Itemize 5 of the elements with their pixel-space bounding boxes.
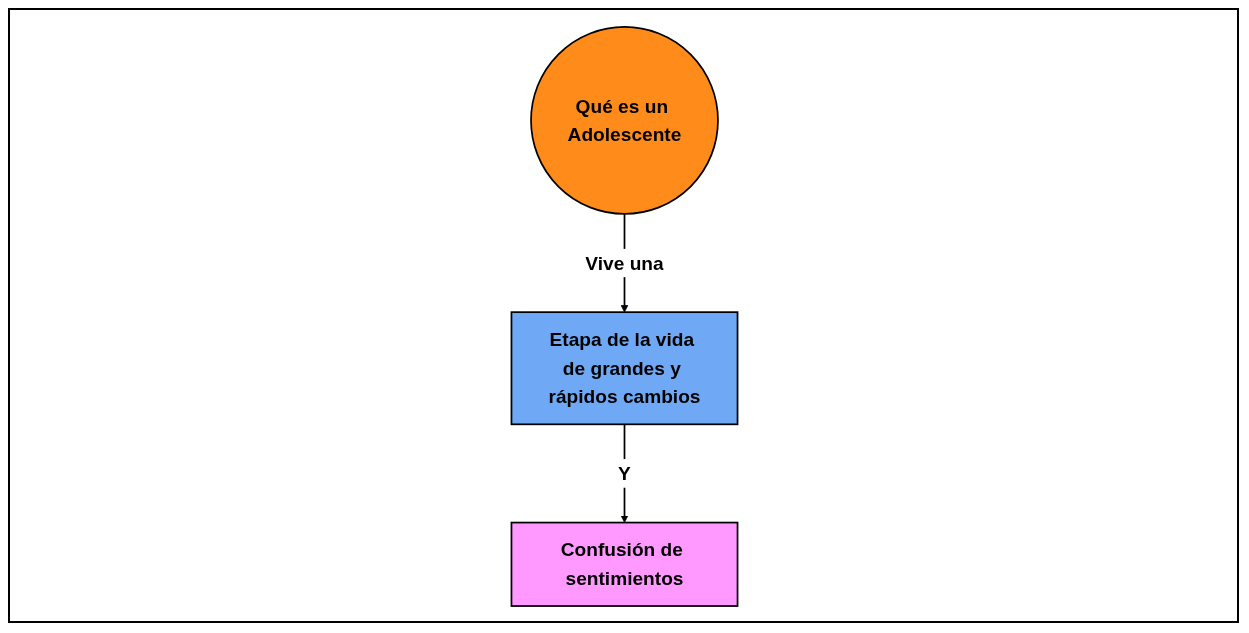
node-box: Etapa de la vida de grandes y rápidos cambios	[510, 311, 739, 426]
edge-label: Y	[618, 462, 631, 485]
node-box: Confusión de sentimientos	[510, 521, 739, 607]
edge-label: Vive una	[585, 252, 664, 274]
node-circle: Qué es un Adolescente	[530, 26, 719, 215]
